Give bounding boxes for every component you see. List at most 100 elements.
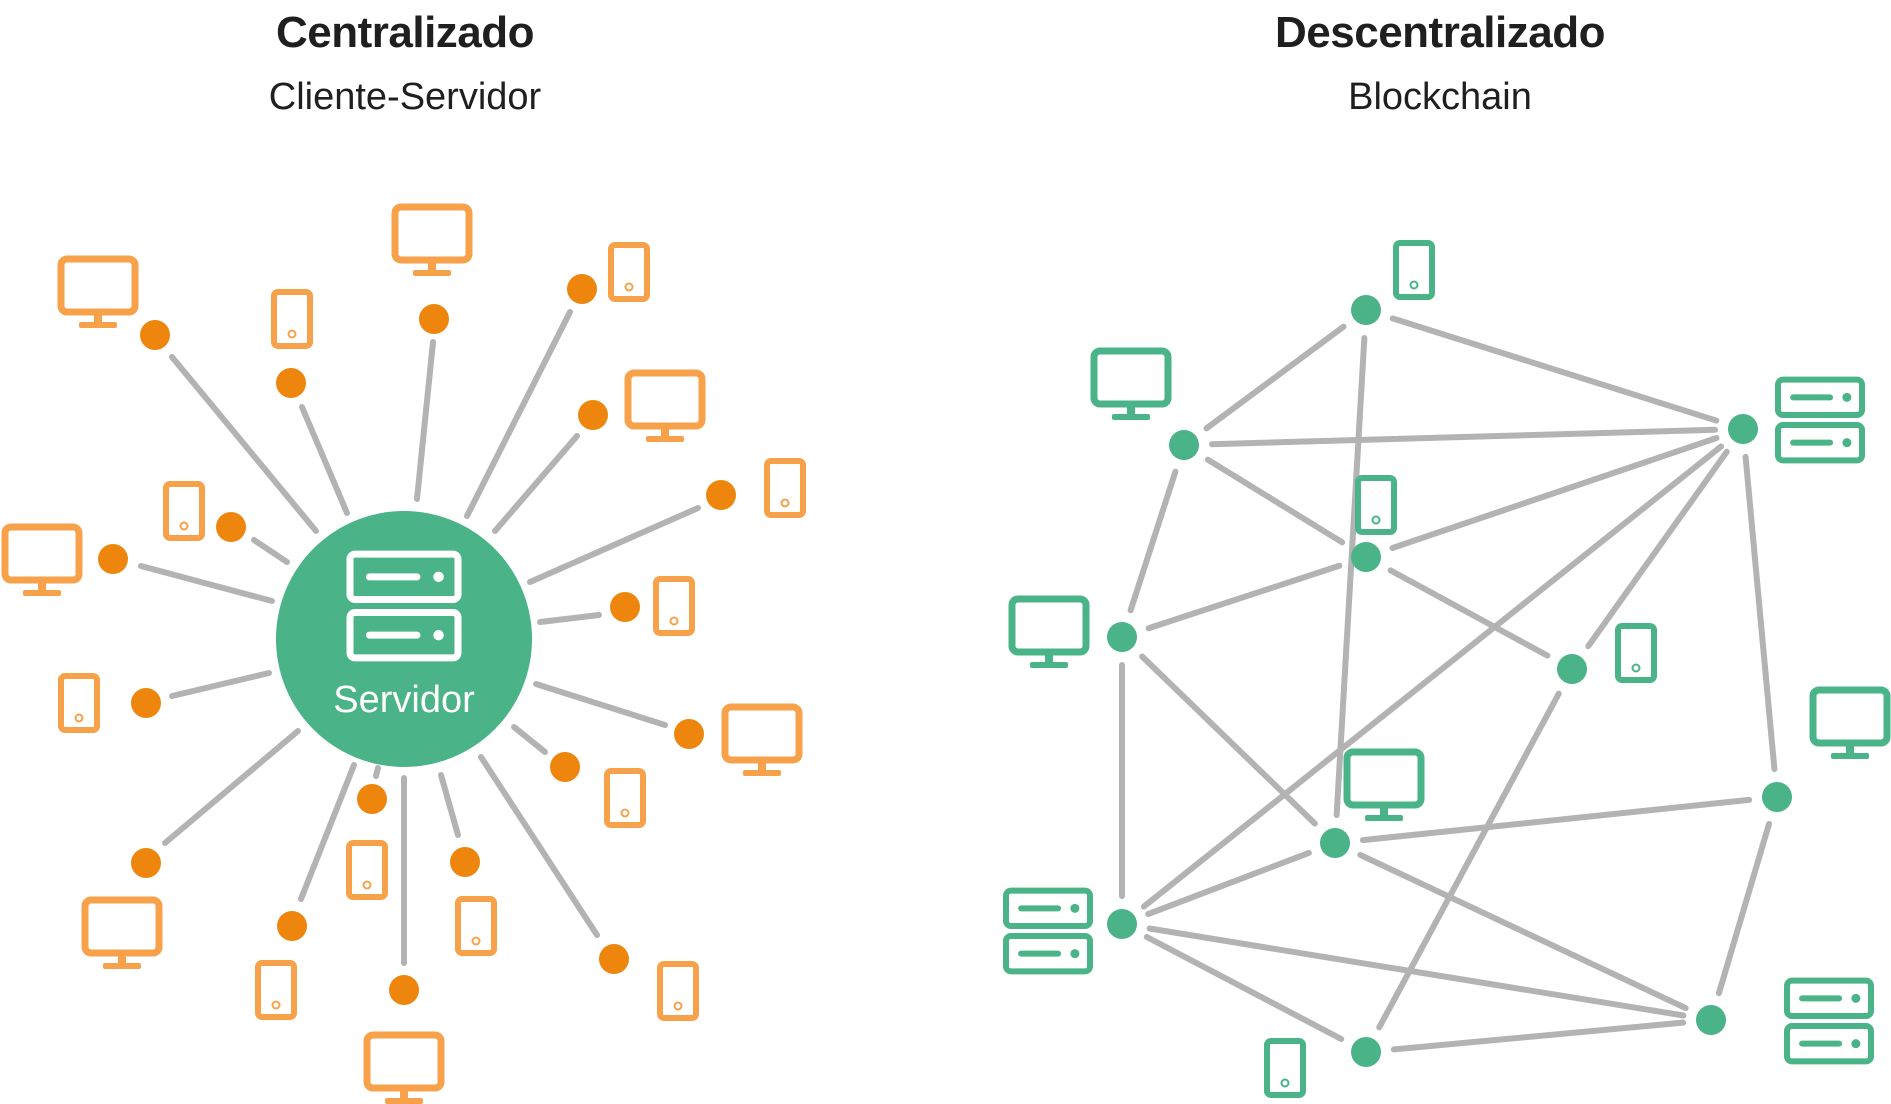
- connection-line: [1357, 851, 1689, 1012]
- connection-line: [1585, 448, 1730, 650]
- phone-icon: [1615, 623, 1657, 683]
- phone-icon: [1393, 240, 1435, 300]
- centralized-subtitle: Cliente-Servidor: [268, 76, 542, 118]
- decentralized-title: Descentralizado: [1275, 8, 1605, 57]
- network-node: [450, 847, 480, 877]
- phone-icon: [255, 960, 297, 1020]
- decentralized-network: [1003, 240, 1891, 1098]
- server-icon: [1784, 977, 1874, 1065]
- phone-icon: [653, 576, 695, 636]
- network-node: [276, 368, 306, 398]
- monitor-icon: [57, 255, 139, 328]
- connection-line: [1145, 562, 1343, 632]
- network-node: [674, 719, 704, 749]
- network-node: [1169, 430, 1199, 460]
- connection-line: [414, 339, 436, 502]
- connection-line: [162, 728, 301, 846]
- connection-line: [478, 754, 600, 938]
- network-node: [1320, 828, 1350, 858]
- network-node: [1696, 1005, 1726, 1035]
- server-label: Servidor: [333, 679, 475, 721]
- phone-icon: [764, 458, 806, 518]
- connection-line: [1715, 820, 1773, 997]
- network-node: [216, 512, 246, 542]
- network-node: [578, 400, 608, 430]
- connection-line: [533, 681, 668, 728]
- phone-icon: [1355, 475, 1397, 535]
- connection-line: [1389, 435, 1720, 551]
- network-node: [1557, 654, 1587, 684]
- connection-line: [251, 537, 290, 565]
- network-node: [1351, 295, 1381, 325]
- decentralized-subtitle: Blockchain: [1348, 76, 1532, 118]
- monitor-icon: [1008, 595, 1090, 668]
- connection-line: [1127, 468, 1179, 614]
- centralized-network: Servidor: [1, 203, 806, 1104]
- network-node: [550, 752, 580, 782]
- connection-line: [169, 670, 272, 699]
- connection-line: [464, 309, 573, 519]
- network-node: [389, 975, 419, 1005]
- network-node: [1762, 782, 1792, 812]
- network-node: [419, 304, 449, 334]
- network-node: [599, 944, 629, 974]
- phone-icon: [608, 242, 650, 302]
- network-node: [357, 784, 387, 814]
- phone-icon: [58, 673, 100, 733]
- monitor-icon: [391, 203, 473, 276]
- monitor-icon: [363, 1031, 445, 1104]
- connection-line: [298, 762, 357, 902]
- monitor-icon: [624, 369, 706, 442]
- network-node: [1728, 414, 1758, 444]
- monitor-icon: [1, 523, 83, 596]
- connection-line: [1376, 690, 1562, 1031]
- monitor-icon: [721, 703, 803, 776]
- connection-line: [1145, 849, 1312, 918]
- connection-line: [1140, 443, 1725, 910]
- connection-line: [1143, 934, 1345, 1042]
- connection-line: [537, 612, 602, 625]
- network-node: [140, 320, 170, 350]
- network-node: [131, 688, 161, 718]
- network-node: [1107, 622, 1137, 652]
- monitor-icon: [1090, 347, 1172, 420]
- phone-icon: [657, 961, 699, 1021]
- network-node: [1351, 542, 1381, 572]
- monitor-icon: [81, 896, 163, 969]
- connection-line: [1359, 796, 1753, 844]
- connection-line: [373, 765, 381, 779]
- network-node: [1351, 1037, 1381, 1067]
- central-server: [276, 511, 532, 767]
- monitor-icon: [1343, 748, 1425, 821]
- connection-line: [138, 563, 275, 604]
- connection-line: [1208, 426, 1719, 448]
- connection-line: [299, 404, 350, 516]
- connection-line: [1139, 653, 1318, 827]
- connection-line: [492, 433, 580, 534]
- phone-icon: [1264, 1038, 1306, 1098]
- server-icon: [1003, 887, 1093, 975]
- connection-line: [1387, 567, 1551, 659]
- phone-icon: [455, 896, 497, 956]
- network-node: [610, 592, 640, 622]
- connection-line: [1389, 315, 1720, 424]
- phone-icon: [163, 481, 205, 541]
- phone-icon: [271, 289, 313, 349]
- connection-line: [169, 354, 319, 534]
- network-node: [567, 274, 597, 304]
- phone-icon: [604, 768, 646, 828]
- connection-line: [1204, 456, 1346, 546]
- network-node: [706, 480, 736, 510]
- connection-line: [1390, 1019, 1687, 1053]
- connection-line: [1333, 334, 1368, 819]
- connection-line: [527, 505, 701, 585]
- connection-line: [1742, 453, 1778, 773]
- connection-line: [511, 724, 548, 755]
- connection-line: [1146, 925, 1687, 1019]
- centralized-title: Centralizado: [275, 8, 535, 57]
- network-node: [1107, 909, 1137, 939]
- monitor-icon: [1809, 686, 1891, 759]
- connection-line: [1203, 323, 1347, 432]
- network-node: [277, 911, 307, 941]
